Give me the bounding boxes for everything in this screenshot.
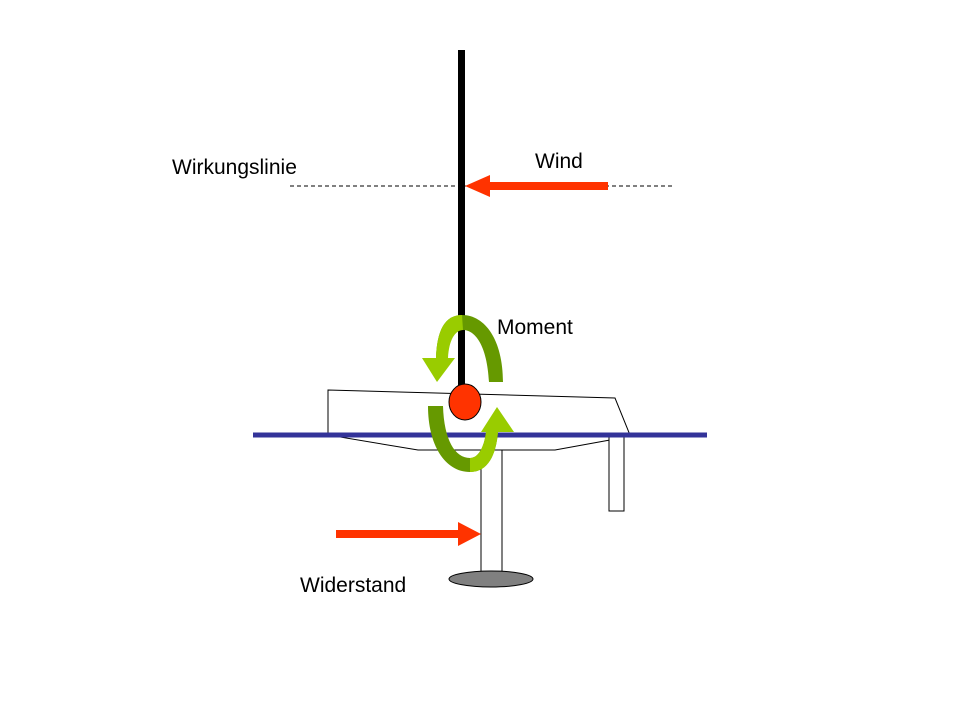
- moment-arrow-upper-head-icon: [422, 315, 463, 382]
- wind-arrow: [465, 175, 608, 197]
- mast: [458, 50, 465, 395]
- pivot-point: [448, 383, 482, 421]
- line-of-action-label: Wirkungslinie: [172, 156, 297, 179]
- keel: [480, 449, 503, 578]
- moment-arrow-lower-head-icon: [470, 407, 514, 472]
- resistance-label: Widerstand: [300, 574, 407, 597]
- keel-bulb: [448, 570, 534, 588]
- moment-label: Moment: [497, 316, 573, 339]
- resistance-arrow: [336, 522, 481, 546]
- wind-label: Wind: [535, 150, 583, 173]
- rudder: [608, 434, 625, 512]
